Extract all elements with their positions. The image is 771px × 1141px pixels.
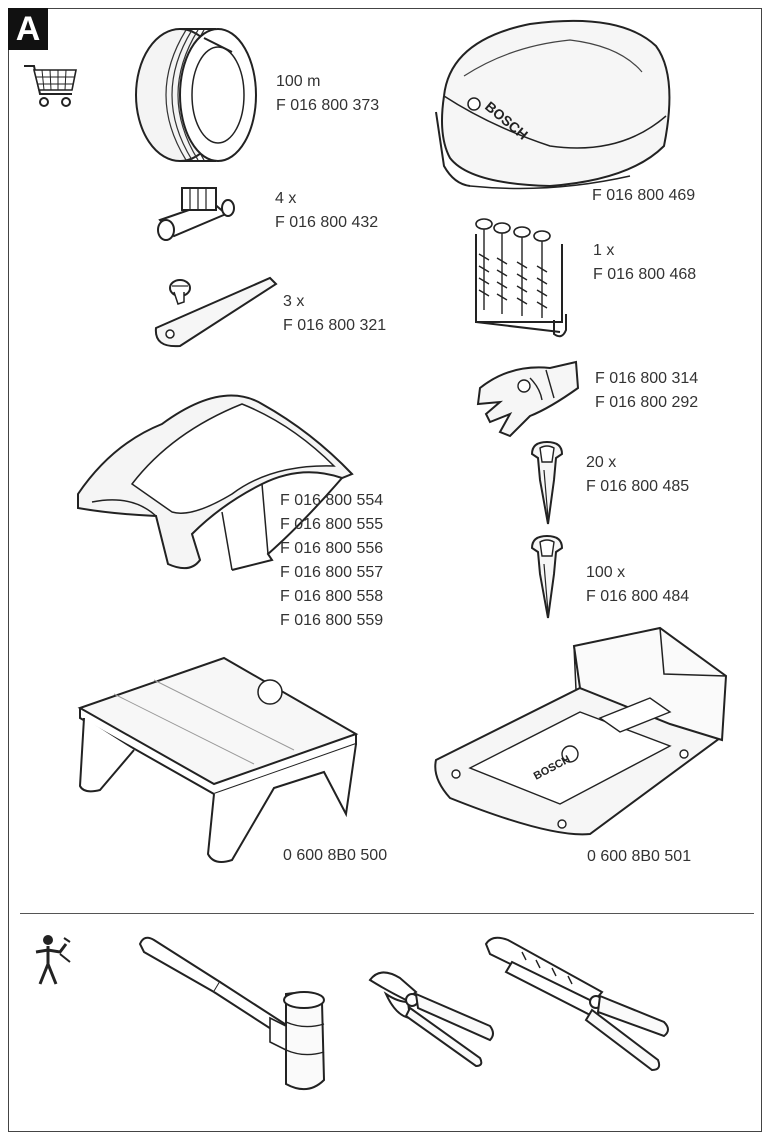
gloves-image [470,358,582,440]
side-cutters-image [366,964,496,1068]
garage-label: 0 600 8B0 500 [283,847,388,864]
cover-label: F 016 800 469 [592,187,696,204]
blades-image [150,270,280,352]
section-badge: A [8,8,48,50]
garage-image [74,654,364,872]
hammer-image [136,932,336,1100]
charging-station-image: BOSCH [430,628,730,844]
cover-image: BOSCH [430,16,686,194]
hood-image [72,384,358,576]
screw-set-image [470,214,570,340]
shopping-cart-icon [22,62,80,112]
wire-connector-image [152,180,244,246]
tools-person-icon [34,935,74,986]
pegs-20-image [528,440,566,526]
base-label: 0 600 8B0 501 [587,848,692,865]
section-divider [20,913,754,914]
pegs-100-image [528,534,566,620]
wire-strippers-image [482,932,672,1076]
page-frame [8,8,762,1132]
boundary-wire-image [132,24,262,166]
